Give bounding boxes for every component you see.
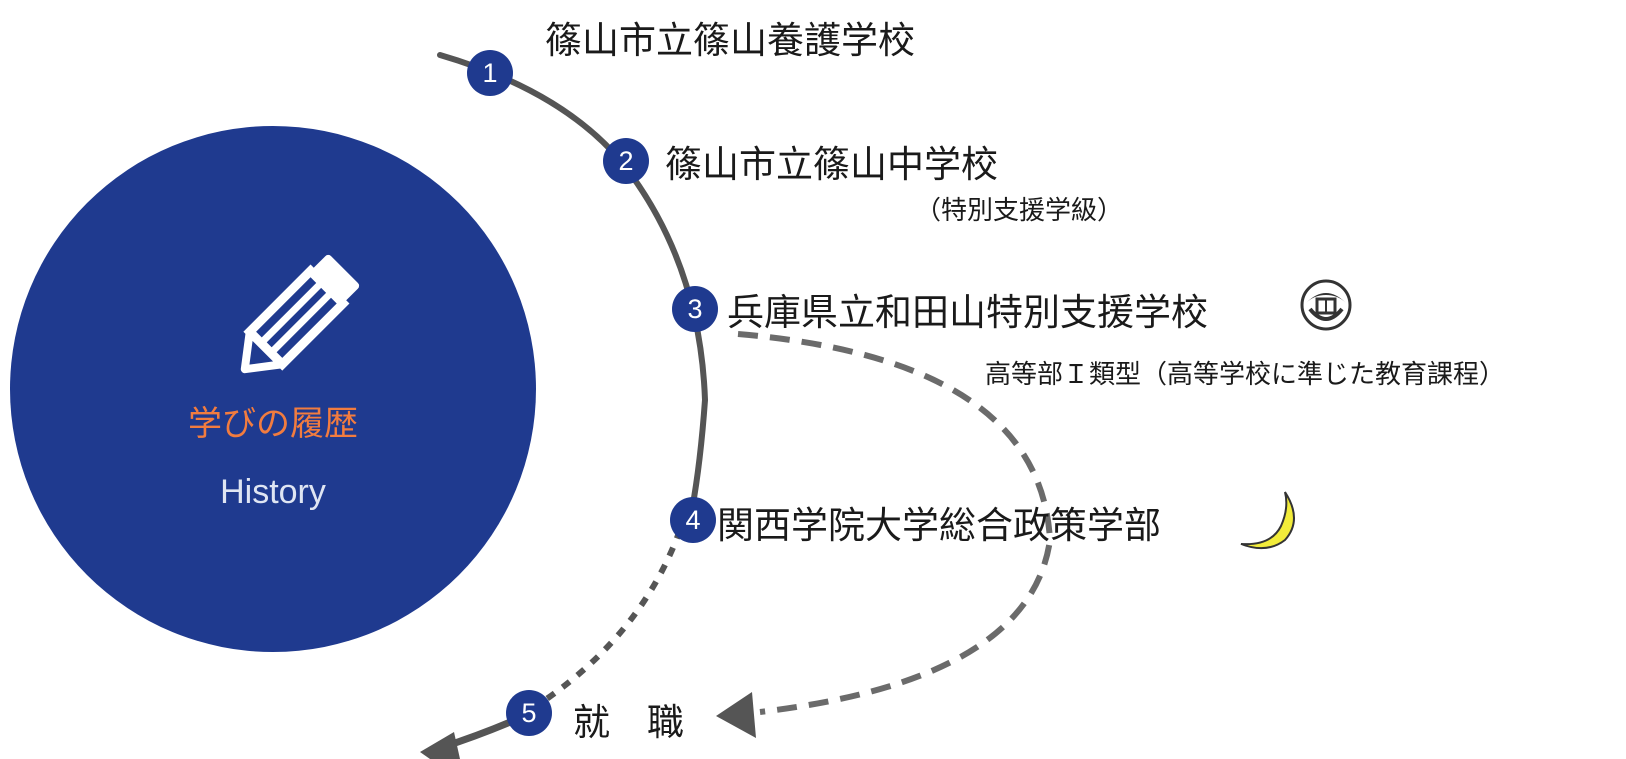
step-3-note: 高等部Ｉ類型（高等学校に準じた教育課程） — [985, 360, 1506, 390]
crescent-moon-icon — [1240, 491, 1295, 550]
step-1-label: 篠山市立篠山養護学校 — [545, 19, 915, 62]
step-5-label: 就 職 — [573, 701, 684, 744]
timeline-arc — [437, 52, 709, 523]
step-4-label: 関西学院大学総合政策学部 — [717, 504, 1161, 547]
step-2-badge: 2 — [603, 138, 649, 184]
branch-arrowhead — [716, 692, 756, 738]
path-to-employment — [528, 528, 683, 713]
step-5-badge: 5 — [506, 690, 552, 736]
hub-title: 学びの履歴 — [188, 404, 358, 444]
step-4-badge: 4 — [670, 497, 716, 543]
exit-arrowhead — [420, 732, 460, 759]
step-2-label: 篠山市立篠山中学校 — [665, 143, 998, 186]
school-emblem-icon — [1300, 279, 1352, 331]
step-1-badge: 1 — [467, 50, 513, 96]
step-2-note: （特別支援学級） — [915, 196, 1124, 226]
step-3-badge: 3 — [672, 286, 718, 332]
hub-subtitle: History — [220, 473, 326, 511]
hub-circle: 学びの履歴 History — [10, 126, 536, 652]
step-3-label: 兵庫県立和田山特別支援学校 — [727, 291, 1208, 334]
pencil-icon — [240, 254, 360, 374]
branch-path — [737, 331, 1054, 715]
